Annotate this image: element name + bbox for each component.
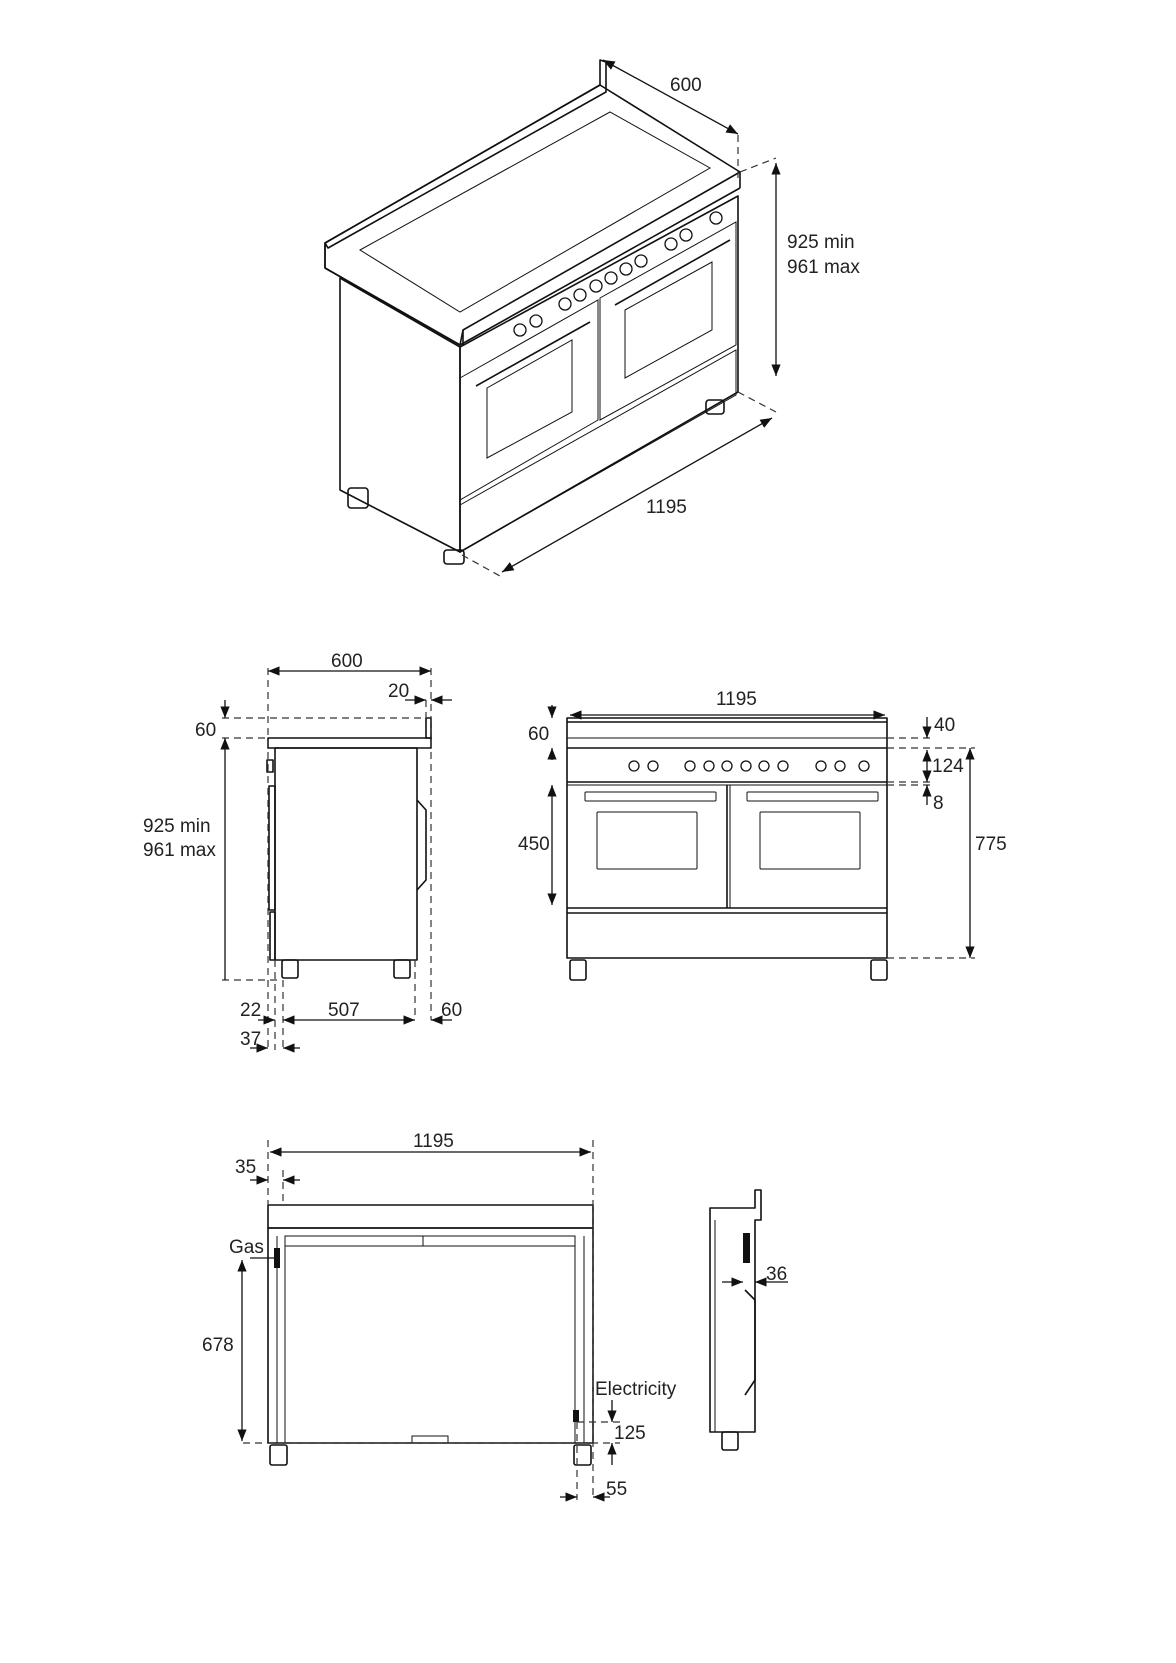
side-height-min-label: 925 min bbox=[143, 816, 211, 837]
side-body-depth-label: 507 bbox=[328, 1000, 360, 1021]
side-height-max-label: 961 max bbox=[143, 840, 216, 861]
profile-view: 36 bbox=[709, 1189, 788, 1451]
side-backsplash-height-label: 60 bbox=[195, 720, 216, 741]
rear-electricity-height-label: 125 bbox=[614, 1423, 646, 1444]
front-view: 1195 60 40 124 8 450 775 bbox=[518, 689, 1007, 981]
front-top-gap-label: 40 bbox=[934, 715, 955, 736]
front-backsplash-label: 60 bbox=[528, 724, 549, 745]
side-front-offset-label: 22 bbox=[240, 1000, 261, 1021]
front-face bbox=[459, 195, 739, 553]
right-door bbox=[599, 221, 737, 421]
gas-connection bbox=[274, 1248, 280, 1268]
iso-width-label: 1195 bbox=[646, 497, 687, 518]
iso-height-min-label: 925 min bbox=[787, 232, 855, 253]
control-knobs bbox=[628, 760, 870, 772]
front-oven-height-label: 775 bbox=[975, 834, 1007, 855]
hob-glass bbox=[359, 111, 712, 313]
knobs bbox=[513, 211, 723, 337]
rear-electricity-offset-label: 55 bbox=[606, 1479, 627, 1500]
backsplash bbox=[324, 59, 607, 249]
electricity-connection bbox=[573, 1410, 579, 1422]
rear-view: 1195 35 Gas 678 Electricity 125 55 bbox=[202, 1131, 677, 1502]
front-panel-gap-label: 8 bbox=[933, 793, 944, 814]
gas-label: Gas bbox=[229, 1237, 264, 1258]
front-door-height-label: 450 bbox=[518, 834, 550, 855]
side-door-offset-label: 37 bbox=[240, 1029, 261, 1050]
iso-height-max-label: 961 max bbox=[787, 257, 860, 278]
front-width-label: 1195 bbox=[716, 689, 757, 710]
rear-gas-offset-label: 35 bbox=[235, 1157, 256, 1178]
rear-gas-height-label: 678 bbox=[202, 1335, 234, 1356]
iso-depth-label: 600 bbox=[670, 75, 702, 96]
drawer bbox=[459, 349, 737, 553]
side-view: 600 20 60 925 min 961 max 22 507 60 37 bbox=[143, 651, 462, 1053]
rear-width-label: 1195 bbox=[413, 1131, 454, 1152]
side-backsplash-offset-label: 20 bbox=[388, 681, 409, 702]
front-panel-height-label: 124 bbox=[932, 756, 964, 777]
side-depth-label: 600 bbox=[331, 651, 363, 672]
isometric-view: 600 925 min 961 max 1195 bbox=[324, 59, 860, 577]
side-face bbox=[339, 277, 461, 553]
profile-depth-label: 36 bbox=[766, 1264, 787, 1285]
side-rear-offset-label: 60 bbox=[441, 1000, 462, 1021]
electricity-label: Electricity bbox=[595, 1379, 677, 1400]
